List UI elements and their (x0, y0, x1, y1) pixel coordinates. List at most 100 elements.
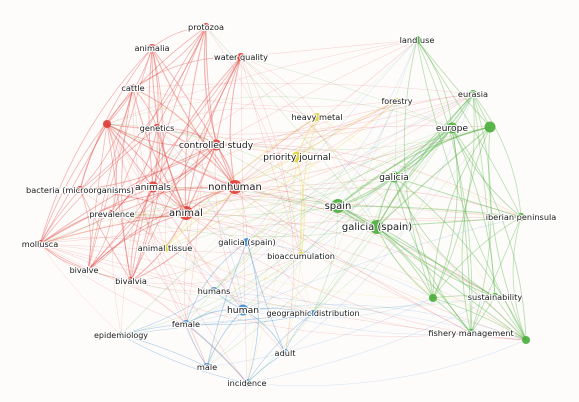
node-controlled-study[interactable] (210, 139, 222, 151)
node-bivalvia[interactable] (127, 277, 135, 285)
node-protozoa[interactable] (202, 23, 210, 31)
network-edge (39, 123, 108, 245)
network-edge (432, 216, 522, 299)
label-humans: humans (198, 286, 231, 296)
network-edge (246, 241, 259, 384)
node-prevalence[interactable] (108, 210, 116, 218)
label-sustainability: sustainability (468, 292, 523, 302)
network-edge (205, 26, 302, 257)
network-edge (376, 226, 496, 298)
node-spain[interactable] (331, 199, 345, 213)
network-edge (87, 186, 236, 271)
node-nonhuman[interactable] (228, 180, 242, 194)
network-edge (213, 93, 474, 292)
node-iberian-peninsula[interactable] (517, 213, 525, 221)
network-edge (393, 126, 491, 178)
network-edge (164, 247, 496, 300)
network-edge (79, 47, 153, 191)
network-edge (156, 26, 207, 129)
node-geographic-distribution[interactable] (310, 310, 316, 316)
node-bioaccumulation[interactable] (297, 252, 305, 260)
network-edge (403, 39, 434, 299)
node-bacteria[interactable] (76, 186, 84, 194)
network-edge (156, 127, 187, 214)
node-genetics[interactable] (153, 124, 161, 132)
network-edge (106, 123, 286, 354)
network-edge (120, 126, 491, 336)
network-edge (215, 56, 242, 146)
network-edge (79, 189, 527, 341)
node-galicia[interactable] (388, 171, 400, 183)
network-edge (39, 186, 236, 245)
network-edge (470, 216, 522, 334)
network-edge (39, 189, 81, 245)
network-edge (87, 123, 108, 271)
node-galicia-spain[interactable] (370, 220, 384, 234)
network-edge (234, 39, 418, 188)
network-edge (39, 199, 339, 245)
node-animals[interactable] (147, 181, 159, 193)
node-galicia-spain-lc[interactable] (243, 238, 251, 246)
node-unlabeled-green-c[interactable] (522, 336, 530, 344)
node-unlabeled-red[interactable] (103, 120, 111, 128)
network-edge (79, 26, 207, 191)
node-incidence[interactable] (243, 379, 251, 387)
network-edge (284, 93, 474, 354)
node-land-use[interactable] (413, 36, 421, 44)
network-edge (213, 290, 472, 335)
label-protozoa: protozoa (188, 22, 224, 32)
label-water-quality: water quality (214, 52, 268, 62)
network-edge (120, 334, 248, 384)
node-animal[interactable] (179, 206, 193, 220)
network-edge (106, 123, 236, 188)
node-female[interactable] (182, 320, 190, 328)
node-priority-journal[interactable] (291, 151, 303, 163)
node-adult[interactable] (281, 349, 289, 357)
network-edge (130, 186, 154, 282)
label-bivalvia: bivalvia (115, 276, 147, 286)
label-eurasia: eurasia (458, 89, 488, 99)
label-iberian-peninsula: iberian peninsula (486, 212, 557, 222)
node-animalia[interactable] (148, 44, 156, 52)
node-epidemiology[interactable] (118, 332, 124, 338)
label-galicia-spain: galicia (spain) (342, 222, 412, 233)
node-unlabeled-green-b[interactable] (429, 294, 437, 302)
network-edge (376, 226, 527, 341)
network-edge (130, 241, 248, 282)
node-cattle[interactable] (129, 84, 137, 92)
network-edge (432, 297, 527, 341)
node-fishery-management[interactable] (467, 329, 475, 337)
node-human[interactable] (237, 304, 249, 316)
network-edge (39, 212, 187, 245)
node-male[interactable] (203, 363, 211, 371)
network-edge (234, 93, 474, 188)
node-eurasia[interactable] (469, 90, 477, 98)
node-bivalve[interactable] (85, 267, 91, 273)
node-sustainability[interactable] (491, 293, 499, 301)
network-edge (39, 243, 89, 271)
network-edge (106, 123, 208, 368)
node-heavy-metal[interactable] (313, 113, 321, 121)
node-humans[interactable] (210, 287, 218, 295)
node-unlabeled-green-a[interactable] (484, 121, 496, 133)
network-edge (152, 186, 472, 334)
network-edge (312, 39, 418, 314)
network-edge (130, 47, 164, 282)
network-edge (111, 56, 242, 215)
network-edge (152, 144, 217, 188)
label-fishery-management: fishery management (428, 328, 514, 338)
node-animal-tissue[interactable] (161, 244, 169, 252)
network-edge (393, 176, 496, 298)
node-europe[interactable] (446, 122, 458, 134)
node-forestry[interactable] (394, 98, 400, 104)
network-edge (376, 127, 453, 228)
network-edge (470, 330, 527, 341)
network-edge (185, 26, 207, 325)
node-water-quality[interactable] (237, 53, 245, 61)
network-edge (494, 296, 527, 341)
network-edge (203, 26, 236, 188)
network-edge (312, 226, 378, 314)
network-edge (79, 144, 217, 191)
node-mollusca[interactable] (36, 240, 44, 248)
network-edge (416, 39, 491, 128)
